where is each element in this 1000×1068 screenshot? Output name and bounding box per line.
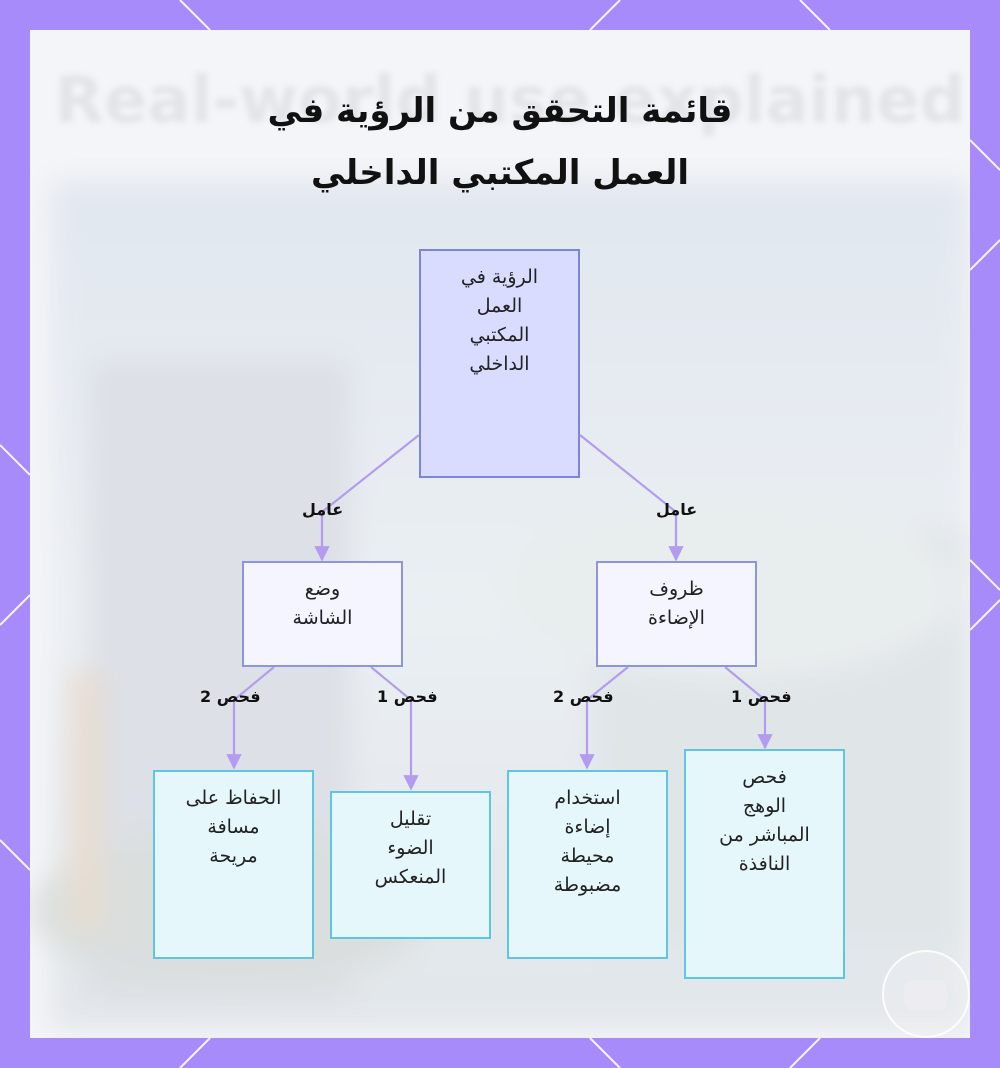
node-reflect-line: تقليل	[389, 808, 432, 830]
node-ambient-line: استخدام	[554, 787, 621, 809]
edge-label-lighting-glare: فحص 1	[731, 687, 792, 706]
connector-root-screen	[314, 434, 420, 562]
node-glare-line: المباشر من	[719, 824, 810, 846]
node-glare-line: فحص	[742, 766, 787, 788]
node-lighting: ظروف الإضاءة	[596, 561, 757, 667]
node-root-line: العمل	[476, 295, 523, 317]
connector-screen-distance	[226, 666, 275, 770]
edge-label-screen-distance: فحص 2	[200, 687, 261, 706]
node-root: الرؤية في العمل المكتبي الداخلي	[419, 249, 580, 478]
node-screen-line: الشاشة	[292, 607, 353, 629]
title-line-1: قائمة التحقق من الرؤية في	[267, 91, 733, 131]
node-distance-line: مريحة	[209, 845, 258, 867]
title-line-2: العمل المكتبي الداخلي	[310, 153, 690, 193]
edge-label-lighting-ambient: فحص 2	[553, 687, 614, 706]
node-root-line: الداخلي	[469, 353, 530, 375]
node-reflect: تقليل الضوء المنعكس	[330, 791, 491, 939]
node-distance-line: الحفاظ على	[185, 787, 282, 809]
node-glare: فحص الوهج المباشر من النافذة	[684, 749, 845, 979]
node-ambient: استخدام إضاءة محيطة مضبوطة	[507, 770, 668, 959]
node-screen-line: وضع	[304, 578, 341, 600]
node-reflect-line: المنعكس	[374, 866, 447, 888]
connector-screen-reflect	[370, 666, 419, 791]
background-watermark: Real-world use explained	[55, 64, 966, 138]
node-root-line: الرؤية في	[460, 266, 539, 288]
node-glare-line: النافذة	[738, 853, 791, 875]
node-ambient-line: مضبوطة	[553, 874, 622, 896]
chat-button[interactable]	[882, 950, 970, 1038]
node-distance: الحفاظ على مسافة مريحة	[153, 770, 314, 959]
chat-bubble-icon	[904, 980, 948, 1010]
edge-label-screen-reflect: فحص 1	[377, 687, 438, 706]
edge-label-root-lighting: عامل	[656, 500, 698, 519]
page-title: قائمة التحقق من الرؤية في العمل المكتبي …	[0, 80, 1000, 204]
connector-lighting-ambient	[579, 666, 629, 770]
edge-label-root-screen: عامل	[302, 500, 344, 519]
connector-root-lighting	[579, 434, 684, 562]
node-glare-line: الوهج	[742, 795, 787, 817]
node-lighting-line: ظروف	[649, 578, 704, 600]
node-root-line: المكتبي	[469, 324, 530, 346]
connector-lighting-glare	[724, 666, 773, 750]
node-ambient-line: إضاءة	[564, 816, 611, 838]
node-distance-line: مسافة	[207, 816, 260, 838]
node-lighting-line: الإضاءة	[648, 607, 705, 629]
node-reflect-line: الضوء	[387, 837, 434, 859]
node-ambient-line: محيطة	[560, 845, 615, 867]
node-screen: وضع الشاشة	[242, 561, 403, 667]
